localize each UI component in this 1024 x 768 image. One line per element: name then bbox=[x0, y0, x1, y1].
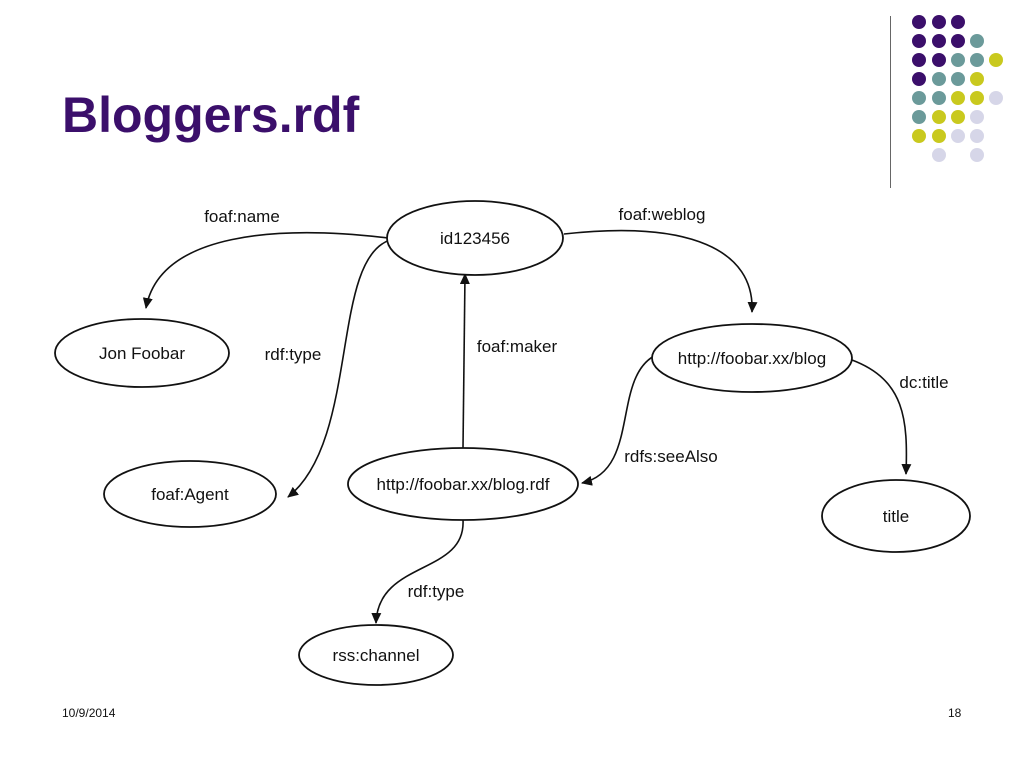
edge-label-foaf-name: foaf:name bbox=[204, 207, 280, 226]
edge-rdfs-seealso bbox=[581, 355, 655, 486]
edge-foaf-weblog bbox=[563, 229, 758, 313]
node-label: rss:channel bbox=[333, 646, 420, 665]
node-label: Jon Foobar bbox=[99, 344, 185, 363]
edge-label-foaf-maker: foaf:maker bbox=[477, 337, 558, 356]
node-rss-channel: rss:channel bbox=[298, 624, 454, 686]
footer-date: 10/9/2014 bbox=[62, 706, 116, 720]
edge-foaf-name bbox=[142, 232, 389, 309]
edge-label-rdfs-seealso: rdfs:seeAlso bbox=[624, 447, 718, 466]
edge-rdf-type-agent bbox=[287, 239, 391, 498]
node-label: foaf:Agent bbox=[151, 485, 229, 504]
edge-label-rdf-type-channel: rdf:type bbox=[408, 582, 465, 601]
header-divider bbox=[890, 16, 891, 188]
edge-label-rdf-type-agent: rdf:type bbox=[265, 345, 322, 364]
edge-label-foaf-weblog: foaf:weblog bbox=[619, 205, 706, 224]
edge-foaf-maker bbox=[459, 273, 470, 449]
node-title: title bbox=[821, 479, 971, 553]
edge-rdf-type-channel bbox=[371, 519, 464, 624]
node-blog: http://foobar.xx/blog bbox=[651, 323, 853, 393]
node-label: http://foobar.xx/blog.rdf bbox=[377, 475, 550, 494]
edge-label-dc-title: dc:title bbox=[899, 373, 948, 392]
node-blog-rdf: http://foobar.xx/blog.rdf bbox=[347, 447, 579, 521]
node-foaf-agent: foaf:Agent bbox=[103, 460, 277, 528]
node-jon-foobar: Jon Foobar bbox=[54, 318, 230, 388]
slide-title: Bloggers.rdf bbox=[62, 87, 360, 143]
node-label: title bbox=[883, 507, 909, 526]
node-label: http://foobar.xx/blog bbox=[678, 349, 826, 368]
footer-page-number: 18 bbox=[948, 706, 962, 720]
node-label: id123456 bbox=[440, 229, 510, 248]
edge-dc-title bbox=[851, 359, 912, 475]
node-id123456: id123456 bbox=[386, 200, 564, 276]
